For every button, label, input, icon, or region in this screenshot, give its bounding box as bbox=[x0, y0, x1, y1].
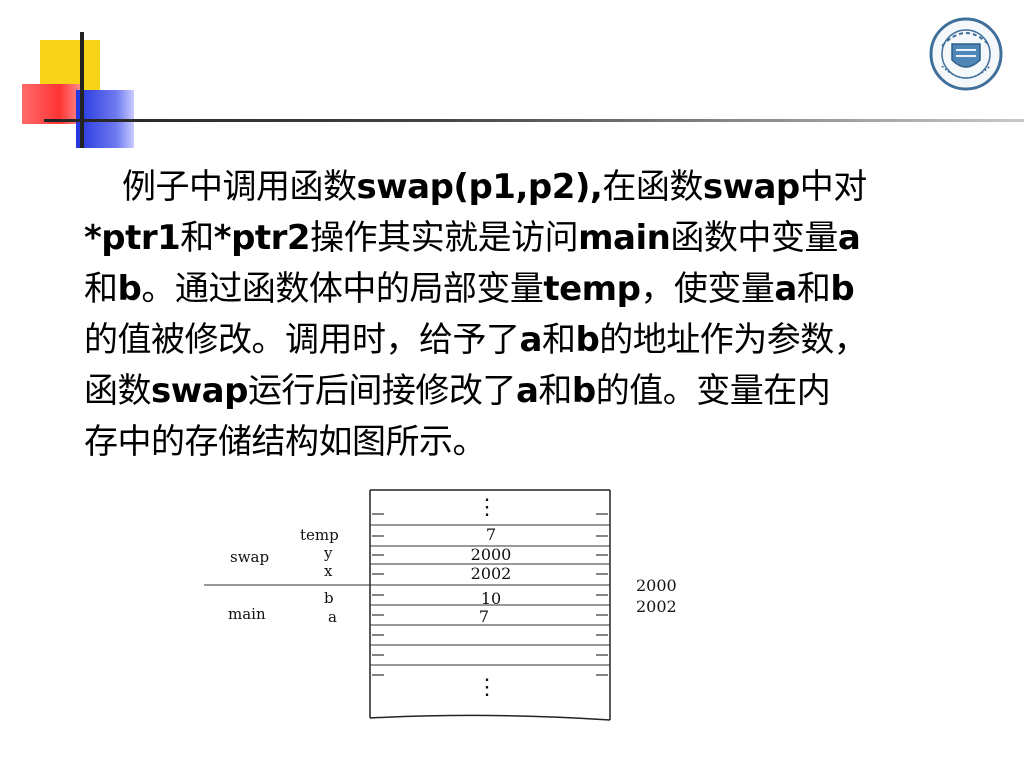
var-label-a: a bbox=[328, 608, 337, 626]
group-label-swap: swap bbox=[230, 548, 269, 566]
address-label-a: 2002 bbox=[636, 597, 677, 616]
decor-yellow-square bbox=[40, 40, 100, 92]
paragraph-line-3: 和b。通过函数体中的局部变量temp，使变量a和b bbox=[84, 269, 855, 309]
var-label-temp: temp bbox=[300, 526, 339, 544]
cell-value-x: 2002 bbox=[471, 564, 512, 583]
var-label-b: b bbox=[324, 589, 334, 607]
cell-value-b: 10 bbox=[481, 589, 501, 608]
paragraph-line-5: 函数swap运行后间接修改了a和b的值。变量在内 bbox=[84, 371, 831, 411]
var-label-x: x bbox=[324, 562, 333, 580]
ellipsis-bottom: ⋮ bbox=[476, 675, 498, 700]
cell-separators bbox=[370, 524, 610, 666]
group-label-main: main bbox=[228, 605, 266, 623]
paragraph-line-2: *ptr1和*ptr2操作其实就是访问main函数中变量a bbox=[84, 218, 861, 258]
var-label-y: y bbox=[323, 544, 333, 562]
cell-value-a: 7 bbox=[479, 607, 489, 626]
paragraph-line-6: 存中的存储结构如图所示。 bbox=[84, 422, 487, 462]
paragraph-line-1: 例子中调用函数swap(p1,p2),在函数swap中对 bbox=[122, 167, 867, 207]
paragraph-line-4: 的值被修改。调用时，给予了a和b的地址作为参数， bbox=[84, 320, 868, 360]
cell-ticks bbox=[372, 513, 608, 676]
decor-horizontal-rule bbox=[44, 119, 1024, 122]
decor-red-bar bbox=[22, 84, 84, 124]
paragraph-text: 例子中调用函数swap(p1,p2),在函数swap中对 *ptr1和*ptr2… bbox=[84, 162, 994, 468]
ellipsis-top: ⋮ bbox=[476, 495, 498, 520]
cell-value-temp: 7 bbox=[486, 525, 496, 544]
cell-value-y: 2000 bbox=[471, 545, 512, 564]
memory-diagram: ⋮ ⋮ swap main temp y x b a 7 2000 2002 1… bbox=[204, 489, 677, 721]
decor-vertical-line bbox=[80, 32, 84, 148]
university-logo-icon bbox=[929, 17, 1003, 91]
address-label-b: 2000 bbox=[636, 576, 677, 595]
